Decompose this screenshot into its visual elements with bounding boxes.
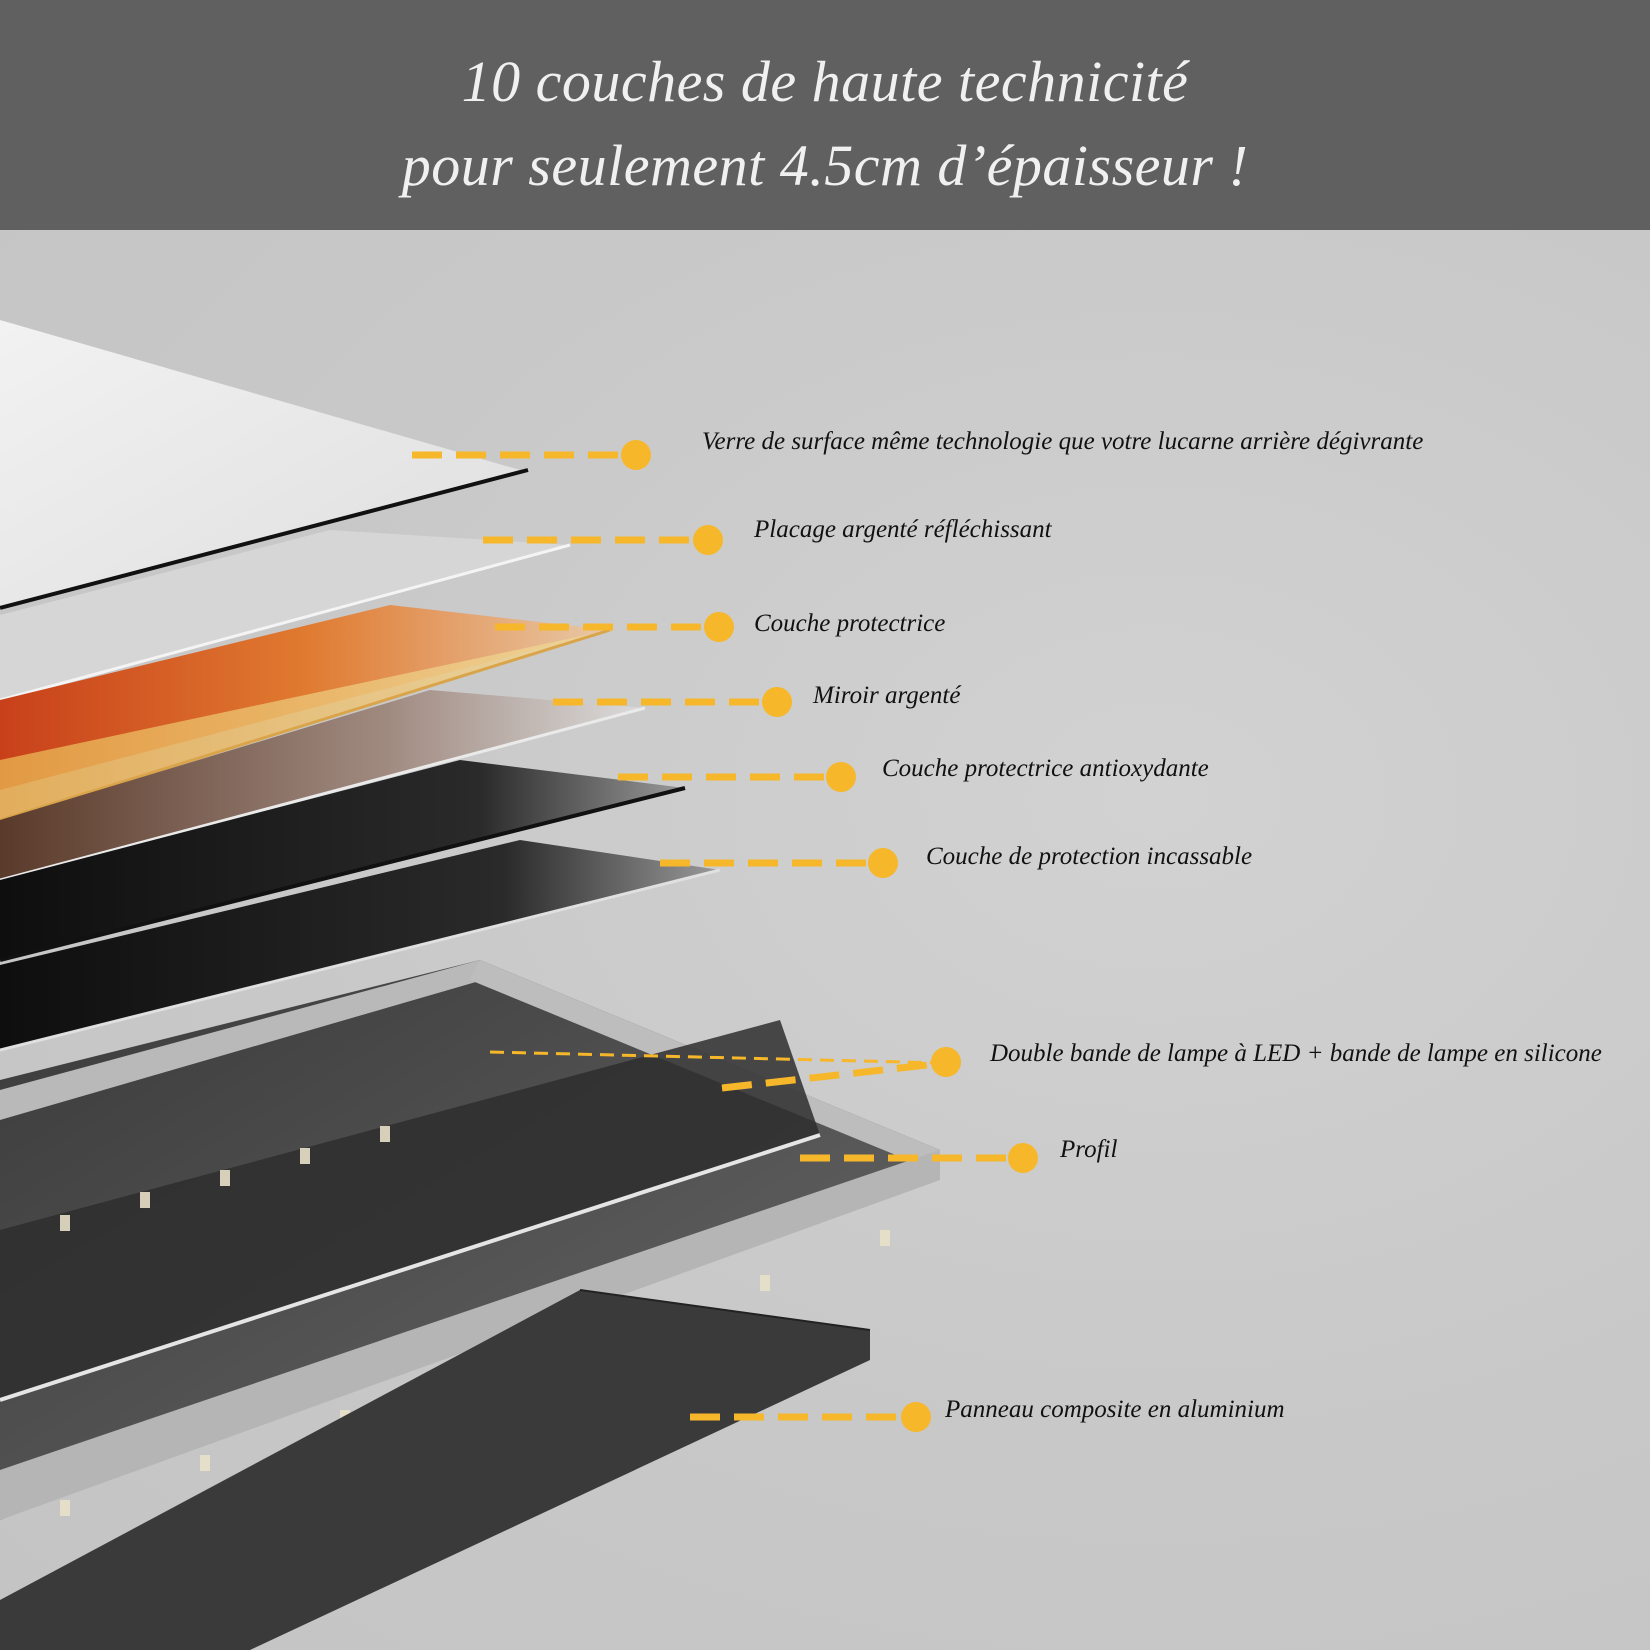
layer-silver-mirror — [0, 690, 646, 882]
callout-label-verre-surface: Verre de surface même technologie que vo… — [702, 428, 1424, 455]
callout-label-panneau-aluminium: Panneau composite en aluminium — [945, 1396, 1285, 1423]
callout-label-placage-argente: Placage argenté réfléchissant — [754, 516, 1052, 543]
layer-surface-glass — [0, 320, 529, 610]
callout-label-bande-led: Double bande de lampe à LED + bande de l… — [990, 1040, 1602, 1067]
callout-label-miroir-argente: Miroir argenté — [813, 682, 961, 709]
callout-dots — [621, 440, 1038, 1432]
title-banner: 10 couches de haute technicité pour seul… — [0, 0, 1650, 230]
layer-silver-plating — [0, 530, 571, 702]
title-line-2: pour seulement 4.5cm d’épaisseur ! — [401, 133, 1249, 198]
callout-label-profil: Profil — [1060, 1136, 1118, 1163]
layer-unbreakable — [0, 840, 721, 1052]
layer-led-frame — [0, 960, 940, 1520]
title-line-1: 10 couches de haute technicité — [461, 49, 1189, 114]
layer-aluminium-panel — [0, 1289, 871, 1650]
layer-antioxidant — [0, 760, 686, 962]
callout-lines — [412, 451, 1022, 1421]
callout-label-couche-incassable: Couche de protection incassable — [926, 843, 1253, 870]
layer-protective-orange — [0, 605, 611, 822]
callout-label-couche-antioxydante: Couche protectrice antioxydante — [882, 755, 1209, 782]
callout-label-couche-protectrice: Couche protectrice — [754, 610, 946, 637]
